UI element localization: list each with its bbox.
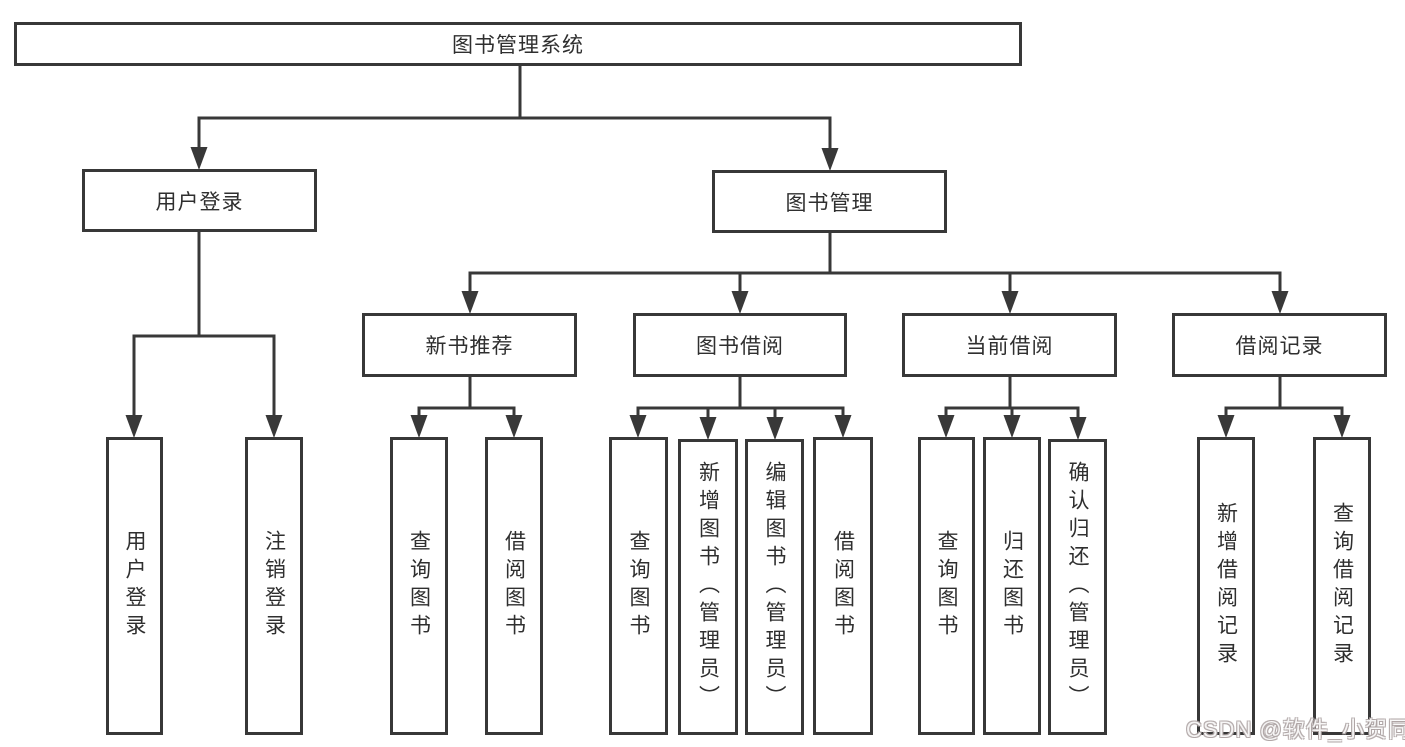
leaf-logout: 注销登录 xyxy=(245,437,303,735)
leaf-label: 新增借阅记录 xyxy=(1214,502,1238,670)
leaf-current-confirm-return-admin: 确认归还（管理员） xyxy=(1048,439,1107,735)
leaf-label: 新增图书（管理员） xyxy=(696,461,720,713)
leaf-current-return-books: 归还图书 xyxy=(983,437,1041,735)
leaf-label: 查询图书 xyxy=(407,530,431,642)
leaf-label: 编辑图书（管理员） xyxy=(763,461,786,713)
node-book-management: 图书管理 xyxy=(712,170,947,233)
leaf-label: 查询借阅记录 xyxy=(1330,502,1354,670)
leaf-user-login: 用户登录 xyxy=(106,437,163,735)
leaf-label: 查询图书 xyxy=(935,530,958,642)
leaf-borrow-query-books: 查询图书 xyxy=(609,437,668,735)
node-current-borrow: 当前借阅 xyxy=(902,313,1117,377)
leaf-label: 查询图书 xyxy=(627,530,650,642)
leaf-label: 归还图书 xyxy=(1000,530,1024,642)
leaf-label: 注销登录 xyxy=(262,530,286,642)
leaf-borrow-edit-books-admin: 编辑图书（管理员） xyxy=(745,439,804,735)
leaf-label: 借阅图书 xyxy=(502,530,526,642)
node-borrow-record: 借阅记录 xyxy=(1172,313,1387,377)
node-book-borrow: 图书借阅 xyxy=(633,313,847,377)
node-user-login: 用户登录 xyxy=(82,169,317,232)
node-new-book-recommend: 新书推荐 xyxy=(362,313,577,377)
leaf-label: 确认归还（管理员） xyxy=(1066,461,1089,713)
leaf-label: 借阅图书 xyxy=(831,530,855,642)
csdn-watermark: CSDN @软件_小贺同学 xyxy=(1186,717,1405,742)
node-root: 图书管理系统 xyxy=(14,22,1022,66)
leaf-current-query-books: 查询图书 xyxy=(918,437,975,735)
leaf-record-add-borrow-record: 新增借阅记录 xyxy=(1197,437,1255,735)
leaf-record-query-borrow-record: 查询借阅记录 xyxy=(1313,437,1371,735)
leaf-label: 用户登录 xyxy=(123,530,146,642)
leaf-borrow-add-books-admin: 新增图书（管理员） xyxy=(678,439,738,735)
leaf-newbook-borrow-books: 借阅图书 xyxy=(485,437,543,735)
leaf-newbook-query-books: 查询图书 xyxy=(390,437,448,735)
leaf-borrow-borrow-books: 借阅图书 xyxy=(813,437,873,735)
